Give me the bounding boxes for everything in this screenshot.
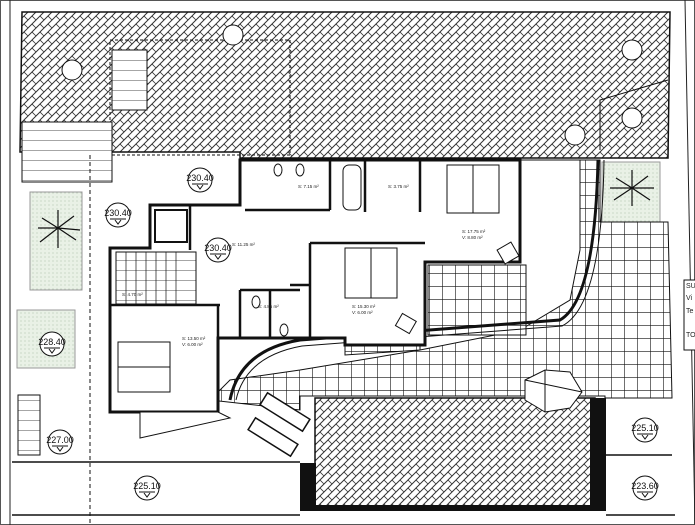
elevation-label: 230.40: [104, 208, 132, 218]
elevation-label: 228.40: [38, 337, 66, 347]
side-table-cell: Te: [686, 308, 694, 315]
room-area-label: S: 11.25 m²: [232, 242, 255, 247]
bathtub-icon: [342, 164, 362, 211]
elevation-marker: 225.10: [133, 475, 161, 501]
elevation-marker: 223.60: [631, 475, 659, 501]
armchair-icon: [394, 241, 520, 335]
room-volume-label: V: 8.80 m²: [462, 235, 483, 240]
garden-left: [29, 191, 83, 291]
room-area-label: S: 4.85 m²: [258, 304, 279, 309]
roof-area: [19, 11, 671, 159]
elevation-marker: 230.40: [104, 202, 132, 228]
elevation-label: 227.00: [46, 435, 74, 445]
elevation-label: 230.40: [204, 243, 232, 253]
room-area-label: S: 15.30 m²: [352, 304, 376, 309]
terrace-paving: [208, 159, 673, 411]
bed-icon: [117, 164, 500, 393]
room-volume-label: V: 6.00 m²: [182, 342, 203, 347]
elevation-marker: 228.40: [38, 331, 66, 357]
side-table-cell: SU: [686, 283, 695, 290]
elevation-label: 225.10: [631, 423, 659, 433]
pool: [314, 397, 596, 511]
sun-lounger-icon: [247, 391, 311, 458]
room-area-label: S: 7.15 m²: [298, 184, 319, 189]
room-area-label: S: 17.75 m²: [462, 229, 486, 234]
elevation-label: 223.60: [631, 481, 659, 491]
side-table-cell: Vi: [686, 295, 693, 302]
palm-tree-icon: [610, 170, 654, 206]
side-table-cell: TO: [686, 332, 695, 339]
toilet-icon: [251, 163, 305, 337]
elevation-marker: 230.40: [204, 237, 232, 263]
elevation-label: 230.40: [186, 173, 214, 183]
elevation-label: 225.10: [133, 481, 161, 491]
garden-right: [601, 161, 661, 223]
elevation-marker: 225.10: [631, 417, 659, 443]
room-area-label: S: 13.50 m²: [182, 336, 206, 341]
room-volume-label: V: 6.00 m²: [352, 310, 373, 315]
room-area-label: S: 3.75 m²: [388, 184, 409, 189]
elevation-marker: 230.40: [186, 167, 214, 193]
elevation-marker: 227.00: [46, 429, 74, 455]
palm-tree-icon: [38, 210, 81, 248]
room-area-label: S: 4.70 m²: [122, 292, 143, 297]
